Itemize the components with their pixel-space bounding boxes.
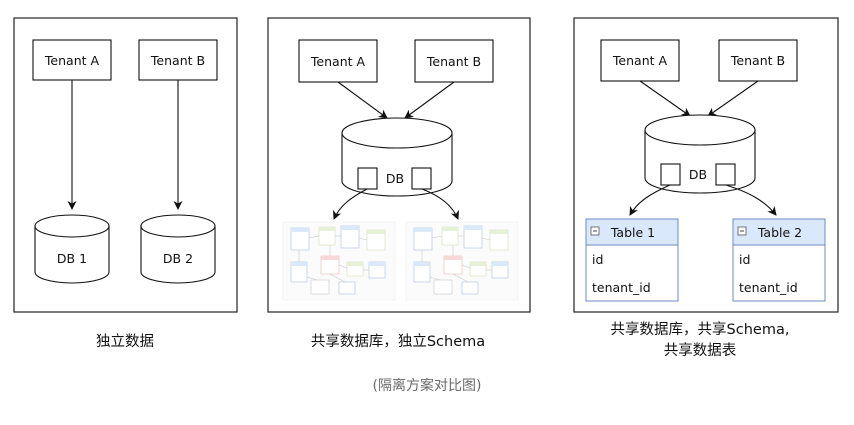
table2-header — [732, 218, 826, 246]
tenant-a-box — [32, 39, 112, 81]
arrow-tenant-b-to-db — [404, 81, 455, 119]
tenant-a-label: Tenant A — [310, 54, 366, 69]
table2-field-id: id — [739, 252, 750, 267]
arrow-tenant-a-to-db — [639, 80, 691, 117]
schema-thumbnail-2 — [405, 221, 519, 301]
table1-field-id: id — [592, 252, 603, 267]
db2-cylinder — [140, 214, 216, 284]
panel-independent-database: Tenant A Tenant B DB 1 DB 2 独立数据 — [13, 17, 238, 350]
db-label: DB — [386, 171, 404, 186]
tenant-b-box — [414, 39, 494, 83]
tenant-b-label: Tenant B — [426, 54, 481, 69]
table1-field-tenant-id: tenant_id — [592, 280, 651, 295]
arrow-db-to-schema-2 — [421, 188, 459, 220]
tenant-b-label: Tenant B — [150, 53, 205, 68]
panel-shared-db-shared-schema: Tenant A Tenant B DB Table 1 id tenant_i… — [573, 17, 839, 359]
collapse-icon[interactable] — [737, 226, 747, 236]
db2-label: DB 2 — [163, 251, 193, 266]
db1-cylinder — [34, 214, 110, 284]
schema-thumbnail-1 — [282, 221, 396, 301]
table-port-left — [660, 163, 681, 186]
figure-caption: (隔离方案对比图) — [373, 377, 482, 394]
tenant-b-box — [138, 39, 218, 81]
table2-title: Table 2 — [757, 225, 802, 240]
table1: Table 1 id tenant_id — [585, 218, 679, 302]
tenant-b-label: Tenant B — [730, 53, 785, 68]
table-port-right — [715, 163, 736, 186]
panel3-caption-line1: 共享数据库，共享Schema, — [611, 321, 790, 338]
tenant-a-box — [600, 39, 680, 82]
panel-shared-db-separate-schema: Tenant A Tenant B DB — [267, 17, 531, 350]
tenant-a-box — [298, 39, 378, 83]
arrow-db-to-table1 — [629, 184, 671, 216]
arrow-tenant-b-to-db — [707, 80, 759, 117]
db-label: DB — [689, 167, 707, 182]
table1-title: Table 1 — [610, 225, 655, 240]
table1-header — [585, 218, 679, 246]
tenant-a-label: Tenant A — [612, 53, 668, 68]
tenant-b-box — [718, 39, 798, 82]
panel2-caption: 共享数据库，独立Schema — [311, 333, 485, 350]
table2: Table 2 id tenant_id — [732, 218, 826, 302]
table2-field-tenant-id: tenant_id — [739, 280, 798, 295]
arrow-db-to-schema-1 — [333, 188, 368, 220]
schema-port-right — [411, 167, 432, 190]
panel1-caption: 独立数据 — [96, 333, 154, 350]
db1-label: DB 1 — [57, 251, 87, 266]
arrow-tenant-a-to-db — [337, 81, 388, 119]
tenant-a-label: Tenant A — [44, 53, 100, 68]
arrow-db-to-table2 — [725, 184, 777, 216]
schema-port-left — [357, 167, 378, 190]
collapse-icon[interactable] — [590, 226, 600, 236]
panel3-caption-line2: 共享数据表 — [664, 342, 737, 359]
